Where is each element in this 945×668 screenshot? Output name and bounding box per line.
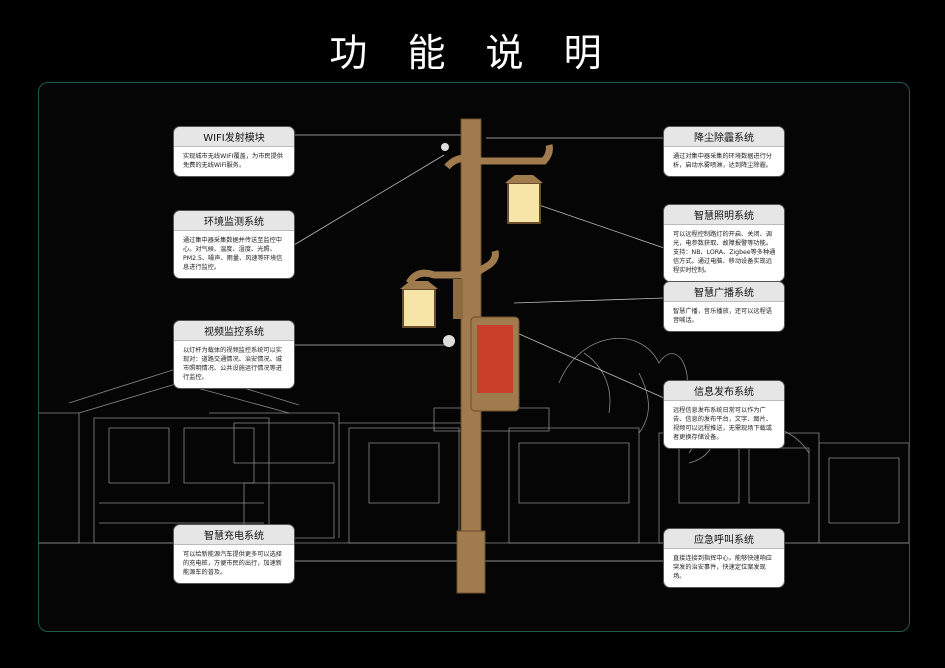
lamp-pole (400, 118, 553, 594)
card-body: 可以远程控制路灯的开启、关闭、调光，电参数获取、故障报警等功能。支持：NB、LO… (673, 231, 776, 274)
card-title: 信息发布系统 (664, 381, 784, 401)
card-title: 智慧照明系统 (664, 205, 784, 225)
card-body: 通过集中器采集数据并传送至监控中心。对气候、温度、湿度、光照、PM2.5、噪声、… (183, 237, 283, 271)
card-body: 智慧广播，音乐播放，还可以远程语音喊话。 (673, 308, 772, 324)
card-title: 降尘除霾系统 (664, 127, 784, 147)
main-panel: WIFI发射模块 实现城市无线WIFI覆盖，为市民提供免费的无线WiFi服务。 … (38, 82, 910, 632)
card-info: 信息发布系统 远程信息发布系统日常可以作为广告、信息的发布平台，文字、图片、视频… (664, 381, 784, 448)
card-env: 环境监测系统 通过集中器采集数据并传送至监控中心。对气候、温度、湿度、光照、PM… (174, 211, 294, 278)
card-title: 视频监控系统 (174, 321, 294, 341)
card-charge: 智慧充电系统 可以给新能源汽车提供更多可以选择的充电桩，方便市民的出行，加速新能… (174, 525, 294, 583)
card-body: 远程信息发布系统日常可以作为广告、信息的发布平台，文字、图片、视频可以远程推送，… (673, 407, 772, 441)
card-broadcast: 智慧广播系统 智慧广播，音乐播放，还可以远程语音喊话。 (664, 282, 784, 331)
card-light: 智慧照明系统 可以远程控制路灯的开启、关闭、调光，电参数获取、故障报警等功能。支… (664, 205, 784, 281)
connector-lines (293, 134, 665, 562)
card-title: WIFI发射模块 (174, 127, 294, 147)
lantern-upper (507, 182, 541, 224)
card-title: 智慧充电系统 (174, 525, 294, 545)
lantern-lower (402, 288, 436, 328)
card-wifi: WIFI发射模块 实现城市无线WIFI覆盖，为市民提供免费的无线WiFi服务。 (174, 127, 294, 176)
card-sos: 应急呼叫系统 直接连接到指挥中心，能够快速响应突发的治安事件，快速定位案发现场。 (664, 529, 784, 587)
scene-illustration (39, 118, 909, 594)
card-title: 应急呼叫系统 (664, 529, 784, 549)
card-body: 实现城市无线WIFI覆盖，为市民提供免费的无线WiFi服务。 (183, 153, 283, 169)
card-title: 环境监测系统 (174, 211, 294, 231)
card-body: 直接连接到指挥中心，能够快速响应突发的治安事件，快速定位案发现场。 (673, 555, 772, 580)
card-title: 智慧广播系统 (664, 282, 784, 302)
card-video: 视频监控系统 以灯杆为载体的视频监控系统可以实现对：道路交通情况、治安情况、城市… (174, 321, 294, 388)
card-body: 可以给新能源汽车提供更多可以选择的充电桩，方便市民的出行，加速新能源车的普及。 (183, 551, 282, 576)
wifi-device-icon (441, 143, 449, 151)
card-body: 通过对集中器采集的环境数据进行分析，启动水雾喷淋，达到降尘除霾。 (673, 153, 772, 169)
page-title: 功 能 说 明 (329, 31, 616, 75)
info-screen (477, 325, 513, 393)
card-body: 以灯杆为载体的视频监控系统可以实现对：道路交通情况、治安情况、城市照明情况、公共… (183, 347, 282, 381)
card-dust: 降尘除霾系统 通过对集中器采集的环境数据进行分析，启动水雾喷淋，达到降尘除霾。 (664, 127, 784, 176)
camera-icon (443, 335, 455, 347)
